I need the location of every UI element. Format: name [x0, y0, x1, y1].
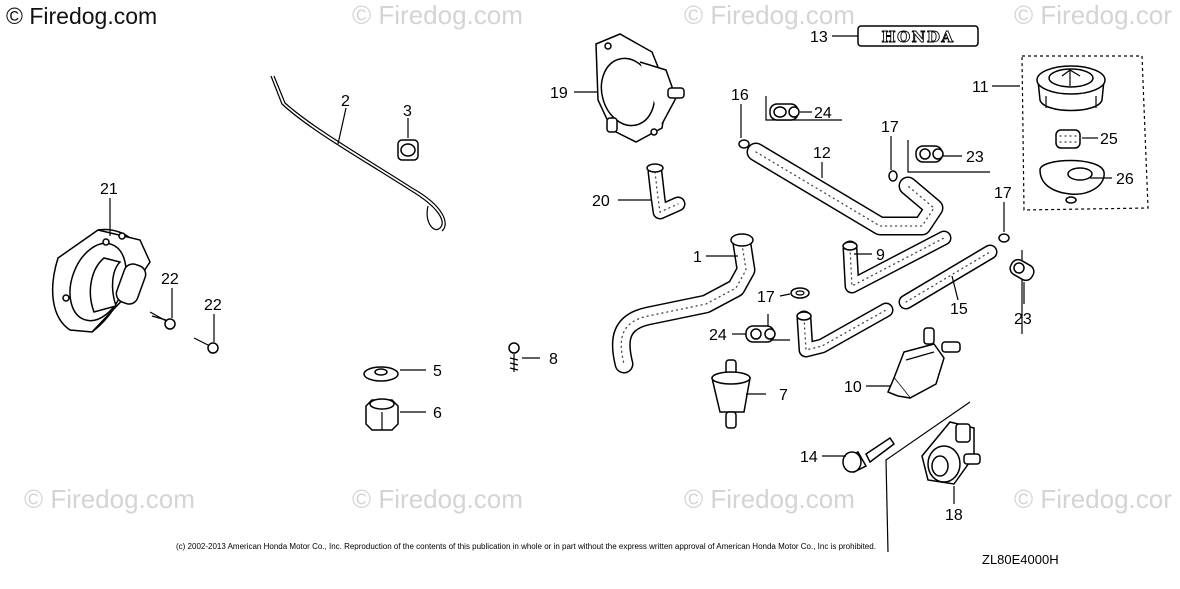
part-22-screw	[149, 311, 176, 330]
watermark: © Firedog.cor	[1014, 484, 1172, 514]
callout-13: 13	[810, 29, 828, 46]
part-18-valve	[885, 401, 981, 553]
part-23-clamp	[1009, 250, 1035, 334]
callout-17: 17	[757, 289, 775, 306]
callout-23: 23	[1014, 311, 1032, 328]
callout-3: 3	[403, 103, 412, 120]
part-20-hose	[646, 163, 686, 220]
callout-8: 8	[549, 351, 558, 368]
watermark: © Firedog.com	[24, 484, 195, 514]
part-8-screw	[508, 342, 520, 372]
part-17-clip	[998, 233, 1010, 243]
callout-19: 19	[550, 85, 568, 102]
part-14-bolt	[842, 436, 896, 473]
part-7-fuel-filter	[711, 359, 751, 429]
callout-22: 22	[204, 297, 222, 314]
callout-11: 11	[972, 79, 989, 96]
callout-18: 18	[945, 507, 963, 524]
part-2-rod	[270, 75, 446, 232]
part-22-screw	[193, 337, 219, 354]
part-3-grommet	[397, 139, 419, 161]
callout-16: 16	[731, 87, 749, 104]
watermark: © Firedog.cor	[1014, 0, 1172, 30]
part-5-washer	[363, 366, 399, 382]
callout-9: 9	[876, 247, 885, 264]
part-17-clip	[888, 170, 898, 182]
part-13-brand-badge: HONDA	[857, 25, 979, 47]
part-15-hose	[898, 244, 998, 310]
callout-20: 20	[592, 193, 610, 210]
callout-22: 22	[161, 271, 179, 288]
callout-24: 24	[709, 327, 727, 344]
callout-21: 21	[100, 181, 118, 198]
diagram-code: ZL80E4000H	[982, 552, 1059, 567]
callout-25: 25	[1100, 131, 1118, 148]
callout-6: 6	[433, 405, 442, 422]
part-24-clamp	[765, 96, 842, 121]
callout-labels: 1 2 3 5 6 7 8 9 10 11 12 13 14 15 16 17 …	[100, 29, 1134, 524]
part-10-fuel-valve	[887, 327, 961, 399]
part-1-hose	[611, 233, 756, 374]
callout-23: 23	[966, 149, 984, 166]
part-hose-lower	[796, 302, 894, 358]
part-9-hose	[842, 230, 952, 294]
callout-5: 5	[433, 363, 442, 380]
callout-24: 24	[814, 105, 832, 122]
part-23-clamp	[907, 140, 990, 173]
callout-1: 1	[693, 249, 702, 266]
callout-10: 10	[844, 379, 862, 396]
callout-12: 12	[813, 145, 831, 162]
watermark: © Firedog.com	[352, 0, 523, 30]
part-19-fuel-pump	[595, 33, 685, 143]
part-11-fuel-cap-group	[1021, 55, 1149, 211]
part-24-clamp	[745, 314, 790, 343]
callout-14: 14	[800, 449, 818, 466]
part-17-clip	[790, 287, 810, 299]
brand-badge-text: HONDA	[881, 28, 954, 46]
watermark: © Firedog.com	[684, 0, 855, 30]
watermark-main: © Firedog.com	[6, 3, 157, 29]
callout-17: 17	[881, 119, 899, 136]
callout-26: 26	[1116, 171, 1134, 188]
part-21-shroud	[51, 228, 151, 333]
watermark: © Firedog.com	[352, 484, 523, 514]
callout-17: 17	[994, 185, 1012, 202]
callout-2: 2	[341, 93, 350, 110]
part-16-clip	[738, 139, 750, 149]
callout-7: 7	[779, 387, 788, 404]
watermark: © Firedog.com	[684, 484, 855, 514]
part-6-nut	[365, 398, 399, 431]
copyright-notice: (c) 2002-2013 American Honda Motor Co., …	[176, 542, 876, 551]
watermarks: © Firedog.com © Firedog.com © Firedog.co…	[6, 0, 1172, 514]
part-12-hose	[746, 142, 944, 236]
callout-15: 15	[950, 301, 968, 318]
